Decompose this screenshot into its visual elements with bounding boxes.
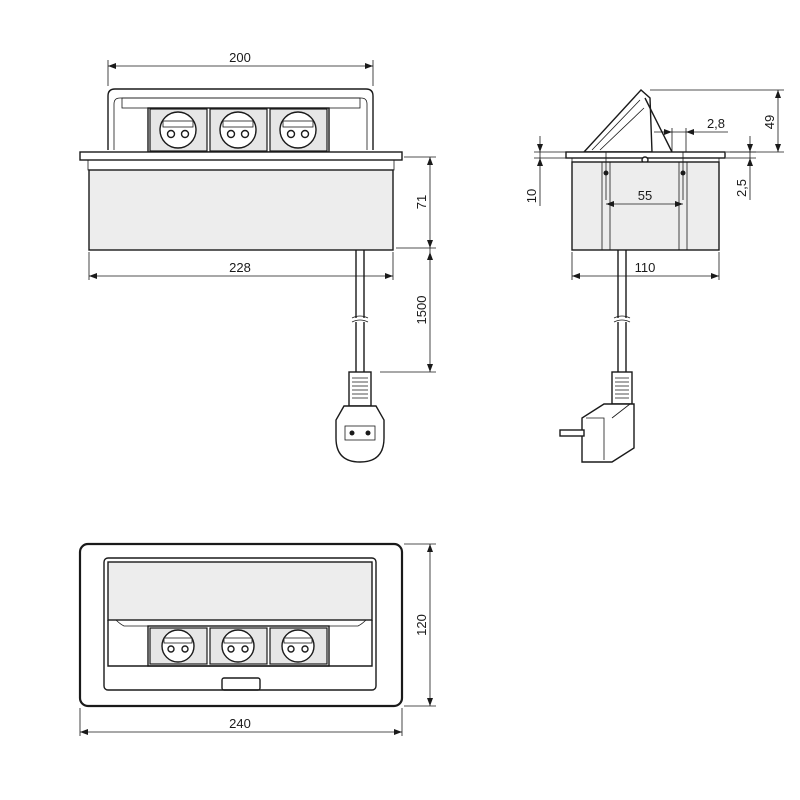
plan-socket-1	[149, 627, 208, 665]
dim-label-55: 55	[638, 188, 652, 203]
plan-lid	[107, 561, 373, 621]
dim-plan-depth: 120	[404, 543, 436, 707]
dim-label-200: 200	[229, 50, 251, 65]
dim-flange-thickness: 10	[524, 136, 566, 206]
front-body	[88, 169, 394, 251]
plan-view: 120 240	[78, 542, 436, 736]
plan-socket-3	[269, 627, 328, 665]
side-body	[571, 161, 720, 251]
dim-label-110: 110	[635, 260, 656, 275]
dim-label-71: 71	[414, 195, 429, 209]
front-socket-1	[149, 108, 208, 152]
front-flange	[79, 151, 403, 161]
dim-screw-spacing: 55	[606, 188, 683, 207]
side-lid	[582, 89, 653, 153]
plan-socket-2	[209, 627, 268, 665]
front-socket-2	[209, 108, 268, 152]
dim-edge-offset: 2,8	[654, 116, 728, 152]
front-socket-3	[269, 108, 328, 152]
dim-body-height: 71	[396, 156, 436, 249]
dim-label-120: 120	[414, 614, 429, 636]
side-plug	[559, 371, 635, 463]
dim-top-width: 200	[107, 50, 374, 86]
dim-rim-height: 2,5	[726, 136, 756, 200]
dim-label-49: 49	[762, 115, 777, 129]
dim-cable-length: 1500	[380, 248, 436, 373]
release-button	[221, 677, 261, 691]
front-view: 200 228 71 1500	[79, 50, 436, 463]
dim-label-1500: 1500	[414, 296, 429, 325]
dim-label-228: 228	[229, 260, 251, 275]
dim-label-10: 10	[524, 189, 539, 203]
dim-plan-width: 240	[79, 708, 403, 736]
dim-label-2-8: 2,8	[707, 116, 725, 131]
dim-body-width: 228	[88, 252, 394, 280]
dim-label-240: 240	[229, 716, 251, 731]
dim-side-depth: 110	[571, 252, 720, 280]
dim-lid-height: 49	[650, 89, 784, 153]
front-plug	[335, 371, 385, 463]
plan-frame	[78, 542, 404, 708]
dim-label-2-5: 2,5	[734, 179, 749, 197]
side-view: 49 2,8 10 2,5 55 110	[524, 89, 784, 463]
